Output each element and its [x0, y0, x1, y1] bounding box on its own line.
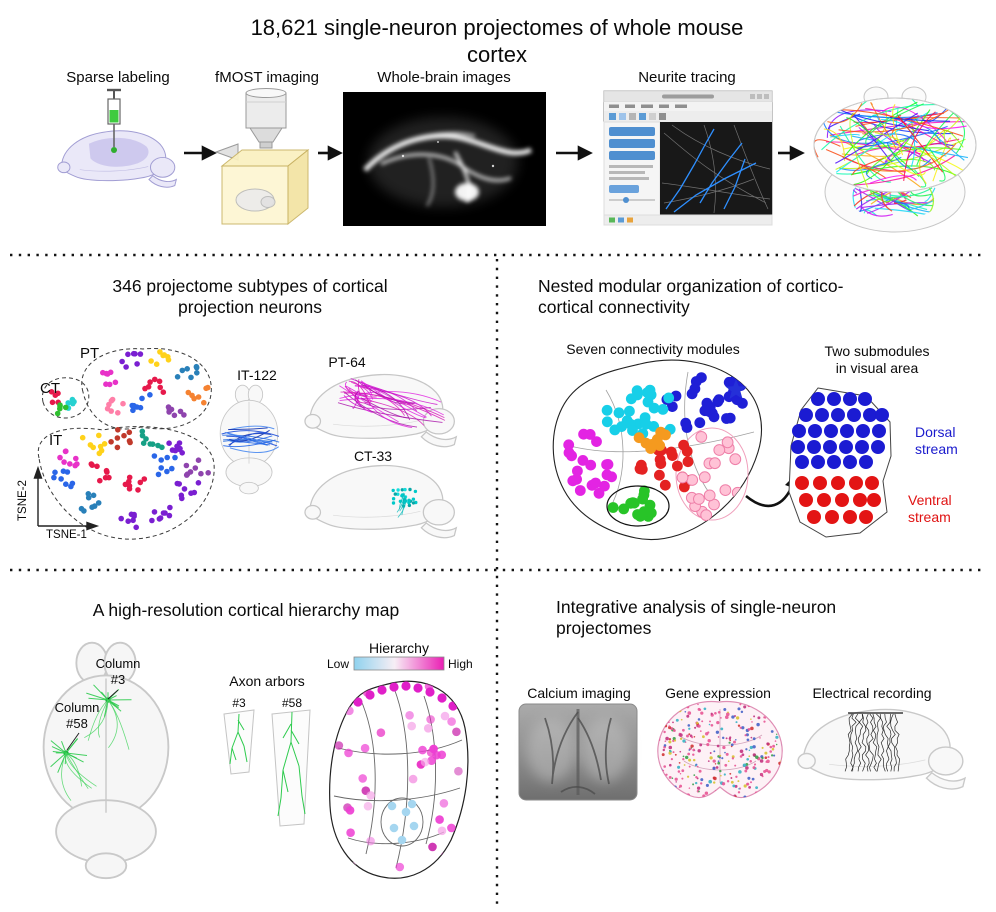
- calcium-imaging-photo: [518, 703, 638, 801]
- it-axon-fibers: [221, 425, 280, 453]
- column-injection-sites: [50, 684, 132, 801]
- tsne-axis-y-label: TSNE-2: [17, 480, 29, 521]
- panel-hierarchy-title: A high-resolution cortical hierarchy map: [92, 600, 400, 620]
- example-brain-ct: [304, 465, 458, 539]
- column58-label: Column #58: [54, 700, 100, 731]
- modules-left-caption: Seven connectivity modules: [566, 341, 740, 357]
- panel-modules-title: Nested modular organization of cortico- …: [538, 276, 844, 318]
- workflow-arrows: [184, 145, 805, 161]
- example-label-ct33: CT-33: [353, 448, 393, 464]
- tsne-plot: [33, 347, 215, 540]
- figure-title: 18,621 single-neuron projectomes of whol…: [250, 15, 744, 67]
- ventral-stream-label: Ventral stream: [908, 492, 952, 526]
- dashed-dividers: [10, 253, 986, 906]
- hierarchy-brain-top-view: [42, 641, 170, 880]
- workflow-step-sparse-labeling: Sparse labeling: [66, 69, 170, 86]
- fmost-setup: [214, 88, 310, 226]
- workflow-step-fmost-imaging: fMOST imaging: [215, 69, 319, 86]
- column-pointer-lines: [66, 689, 119, 751]
- tracing-window: [603, 90, 773, 226]
- hierarchy-colorbar-low: Low: [327, 657, 350, 671]
- hierarchy-colorbar-title: Hierarchy: [369, 640, 429, 656]
- hierarchy-flatmap: [329, 680, 469, 879]
- tsne-cluster-label-ct: CT: [40, 380, 60, 397]
- example-label-pt64: PT-64: [328, 354, 366, 370]
- sample-cube: [220, 148, 310, 226]
- tsne-cluster-outlines: [37, 347, 215, 540]
- window-toolbar: [604, 111, 772, 122]
- example-brain-it: [219, 384, 279, 495]
- whole-brain-fluorescence-image: [343, 92, 546, 226]
- electrical-recording-label: Electrical recording: [812, 685, 932, 701]
- electrical-recording-brain: [797, 708, 967, 790]
- star-marker: [725, 379, 747, 399]
- workflow-step-whole-brain-images: Whole-brain images: [377, 69, 511, 86]
- pt-axon-fibers: [337, 378, 446, 429]
- connectivity-module-map: [552, 359, 762, 541]
- window-menubar: [604, 102, 772, 111]
- column3-label: Column #3: [95, 656, 141, 687]
- hierarchy-colorbar: [353, 656, 445, 671]
- traced-neurites: [665, 128, 757, 213]
- tsne-axes: [33, 465, 100, 531]
- axon-arbors-label: Axon arbors: [229, 673, 305, 689]
- knife-icon: [214, 143, 239, 161]
- hierarchy-colorbar-high: High: [448, 657, 473, 671]
- axon-arbor-figures: [223, 709, 311, 827]
- green-module-outline: [606, 485, 670, 527]
- workflow-step-neurite-tracing: Neurite tracing: [638, 69, 736, 86]
- arbor3-label: #3: [232, 696, 246, 710]
- recording-traces: [844, 712, 903, 772]
- ct-axon-cluster: [391, 487, 418, 518]
- panel-subtypes-title: 346 projectome subtypes of cortical proj…: [112, 276, 388, 318]
- gene-expression-label: Gene expression: [665, 685, 771, 701]
- dorsal-stream-label: Dorsal stream: [915, 424, 958, 458]
- tracing-image-view: [660, 122, 772, 215]
- cortex-highlight: [88, 137, 149, 167]
- panel-integrative-title: Integrative analysis of single-neuron pr…: [556, 597, 837, 639]
- calcium-imaging-label: Calcium imaging: [527, 685, 631, 701]
- projectome-brain-render: [813, 86, 977, 233]
- modules-right-caption: Two submodules in visual area: [824, 343, 930, 377]
- visual-submodule-map: [788, 387, 892, 538]
- gene-expression-section: [657, 700, 783, 799]
- window-statusbar: [603, 214, 773, 226]
- tsne-cluster-label-pt: PT: [80, 345, 100, 362]
- arbor58-label: #58: [281, 696, 303, 710]
- objective-lens-icon: [245, 88, 287, 149]
- tsne-cluster-label-it: IT: [49, 432, 63, 449]
- example-label-it122: IT-122: [237, 367, 277, 383]
- syringe-icon: [107, 88, 121, 153]
- tsne-axis-x-label: TSNE-1: [46, 529, 87, 541]
